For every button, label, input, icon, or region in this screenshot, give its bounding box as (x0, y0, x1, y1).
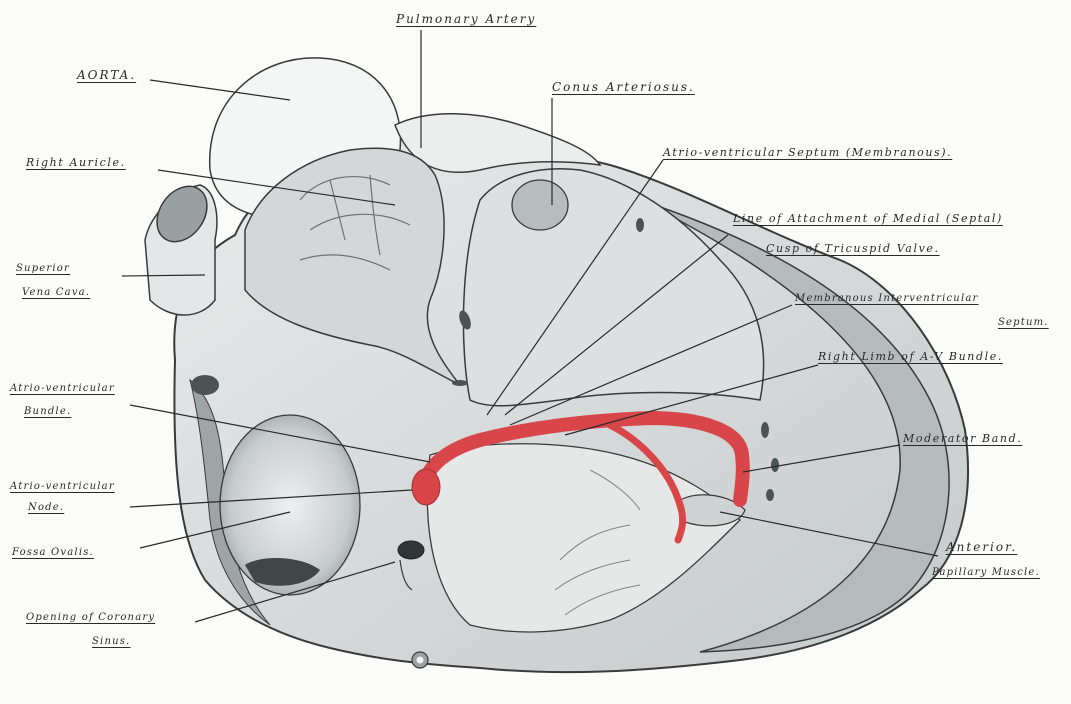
label-moderator-band: Moderator Band. (903, 432, 1022, 446)
label-conus-arteriosus: Conus Arteriosus. (552, 80, 695, 94)
label-av-bundle-2: Bundle. (24, 405, 71, 419)
label-coronary-sinus-1: Opening of Coronary (26, 611, 155, 625)
label-av-septum: Atrio-ventricular Septum (Membranous). (663, 146, 952, 160)
label-av-node-2: Node. (28, 501, 64, 515)
label-right-auricle: Right Auricle. (26, 156, 126, 170)
label-membranous-septum-1: Membranous Interventricular (795, 292, 979, 306)
label-membranous-septum-2: Septum. (998, 316, 1049, 330)
label-line-attachment-2: Cusp of Tricuspid Valve. (766, 242, 940, 256)
label-av-node-1: Atrio-ventricular (10, 480, 115, 494)
label-svc-1: Superior (16, 262, 70, 276)
label-pulmonary-artery: Pulmonary Artery (396, 12, 536, 26)
label-line-attachment-1: Line of Attachment of Medial (Septal) (733, 212, 1003, 226)
label-anterior-2: Papillary Muscle. (932, 566, 1040, 580)
label-fossa-ovalis: Fossa Ovalis. (12, 546, 94, 560)
label-coronary-sinus-2: Sinus. (92, 635, 130, 649)
label-anterior-1: Anterior. (946, 540, 1017, 554)
label-av-bundle-1: Atrio-ventricular (10, 382, 115, 396)
conus-opening (512, 180, 568, 230)
conus-shape (463, 169, 763, 406)
label-svc-2: Vena Cava. (22, 286, 90, 300)
coronary-sinus-opening (398, 541, 424, 559)
av-node-red (412, 469, 440, 505)
label-aorta: AORTA. (77, 68, 136, 82)
label-right-limb: Right Limb of A-V Bundle. (818, 350, 1003, 364)
